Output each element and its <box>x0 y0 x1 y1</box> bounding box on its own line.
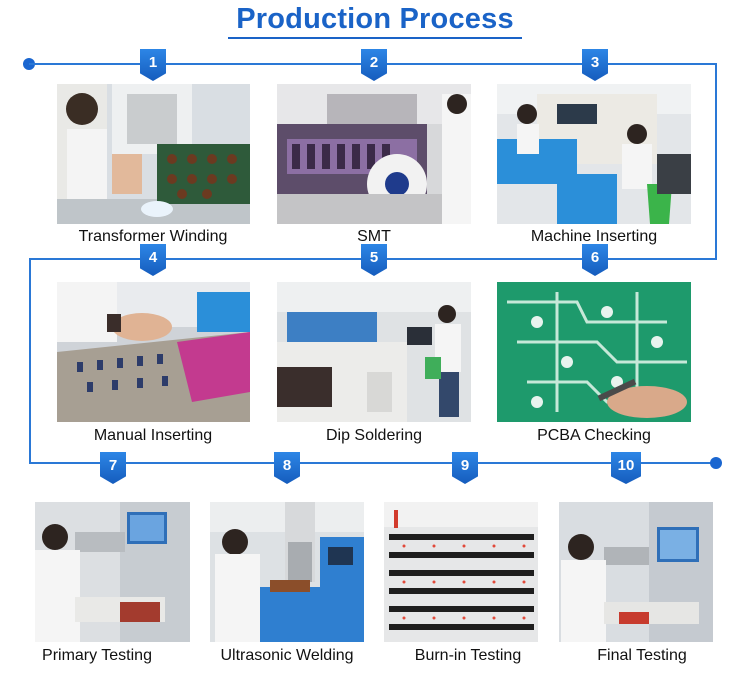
step-number-badge: 9 <box>452 452 478 484</box>
step-label: Ultrasonic Welding <box>220 647 354 664</box>
page-title: Production Process <box>236 3 514 35</box>
step-number-badge: 10 <box>611 452 641 484</box>
photo-smt <box>277 84 471 224</box>
step-number-badge: 5 <box>361 244 387 276</box>
step-label: Final Testing <box>597 647 687 664</box>
photo-manual-inserting <box>57 282 250 422</box>
photo-primary-testing <box>35 502 190 642</box>
step-label: Dip Soldering <box>325 427 423 444</box>
flow-line-right-down <box>715 63 717 260</box>
step-number-badge: 4 <box>140 244 166 276</box>
flow-line-left-down <box>29 258 31 464</box>
step-number-badge: 3 <box>582 49 608 81</box>
step-label: Manual Inserting <box>93 427 213 444</box>
photo-final-testing <box>559 502 713 642</box>
step-label: Machine Inserting <box>530 228 658 245</box>
step-number-badge: 8 <box>274 452 300 484</box>
step-number-badge: 1 <box>140 49 166 81</box>
photo-transformer-winding <box>57 84 250 224</box>
step-number-badge: 6 <box>582 244 608 276</box>
photo-dip-soldering <box>277 282 471 422</box>
photo-machine-inserting <box>497 84 691 224</box>
photo-pcba-checking <box>497 282 691 422</box>
step-number-badge: 2 <box>361 49 387 81</box>
step-label: Primary Testing <box>42 647 152 664</box>
flow-line-row3 <box>29 462 717 464</box>
step-number-badge: 7 <box>100 452 126 484</box>
photo-burn-in-testing <box>384 502 538 642</box>
step-label: Burn-in Testing <box>414 647 522 664</box>
title-underline <box>228 37 522 39</box>
step-label: Transformer Winding <box>78 228 228 245</box>
photo-ultrasonic-welding <box>210 502 364 642</box>
flow-end-dot <box>710 457 722 469</box>
step-label: PCBA Checking <box>537 427 651 444</box>
step-label: SMT <box>357 228 391 245</box>
